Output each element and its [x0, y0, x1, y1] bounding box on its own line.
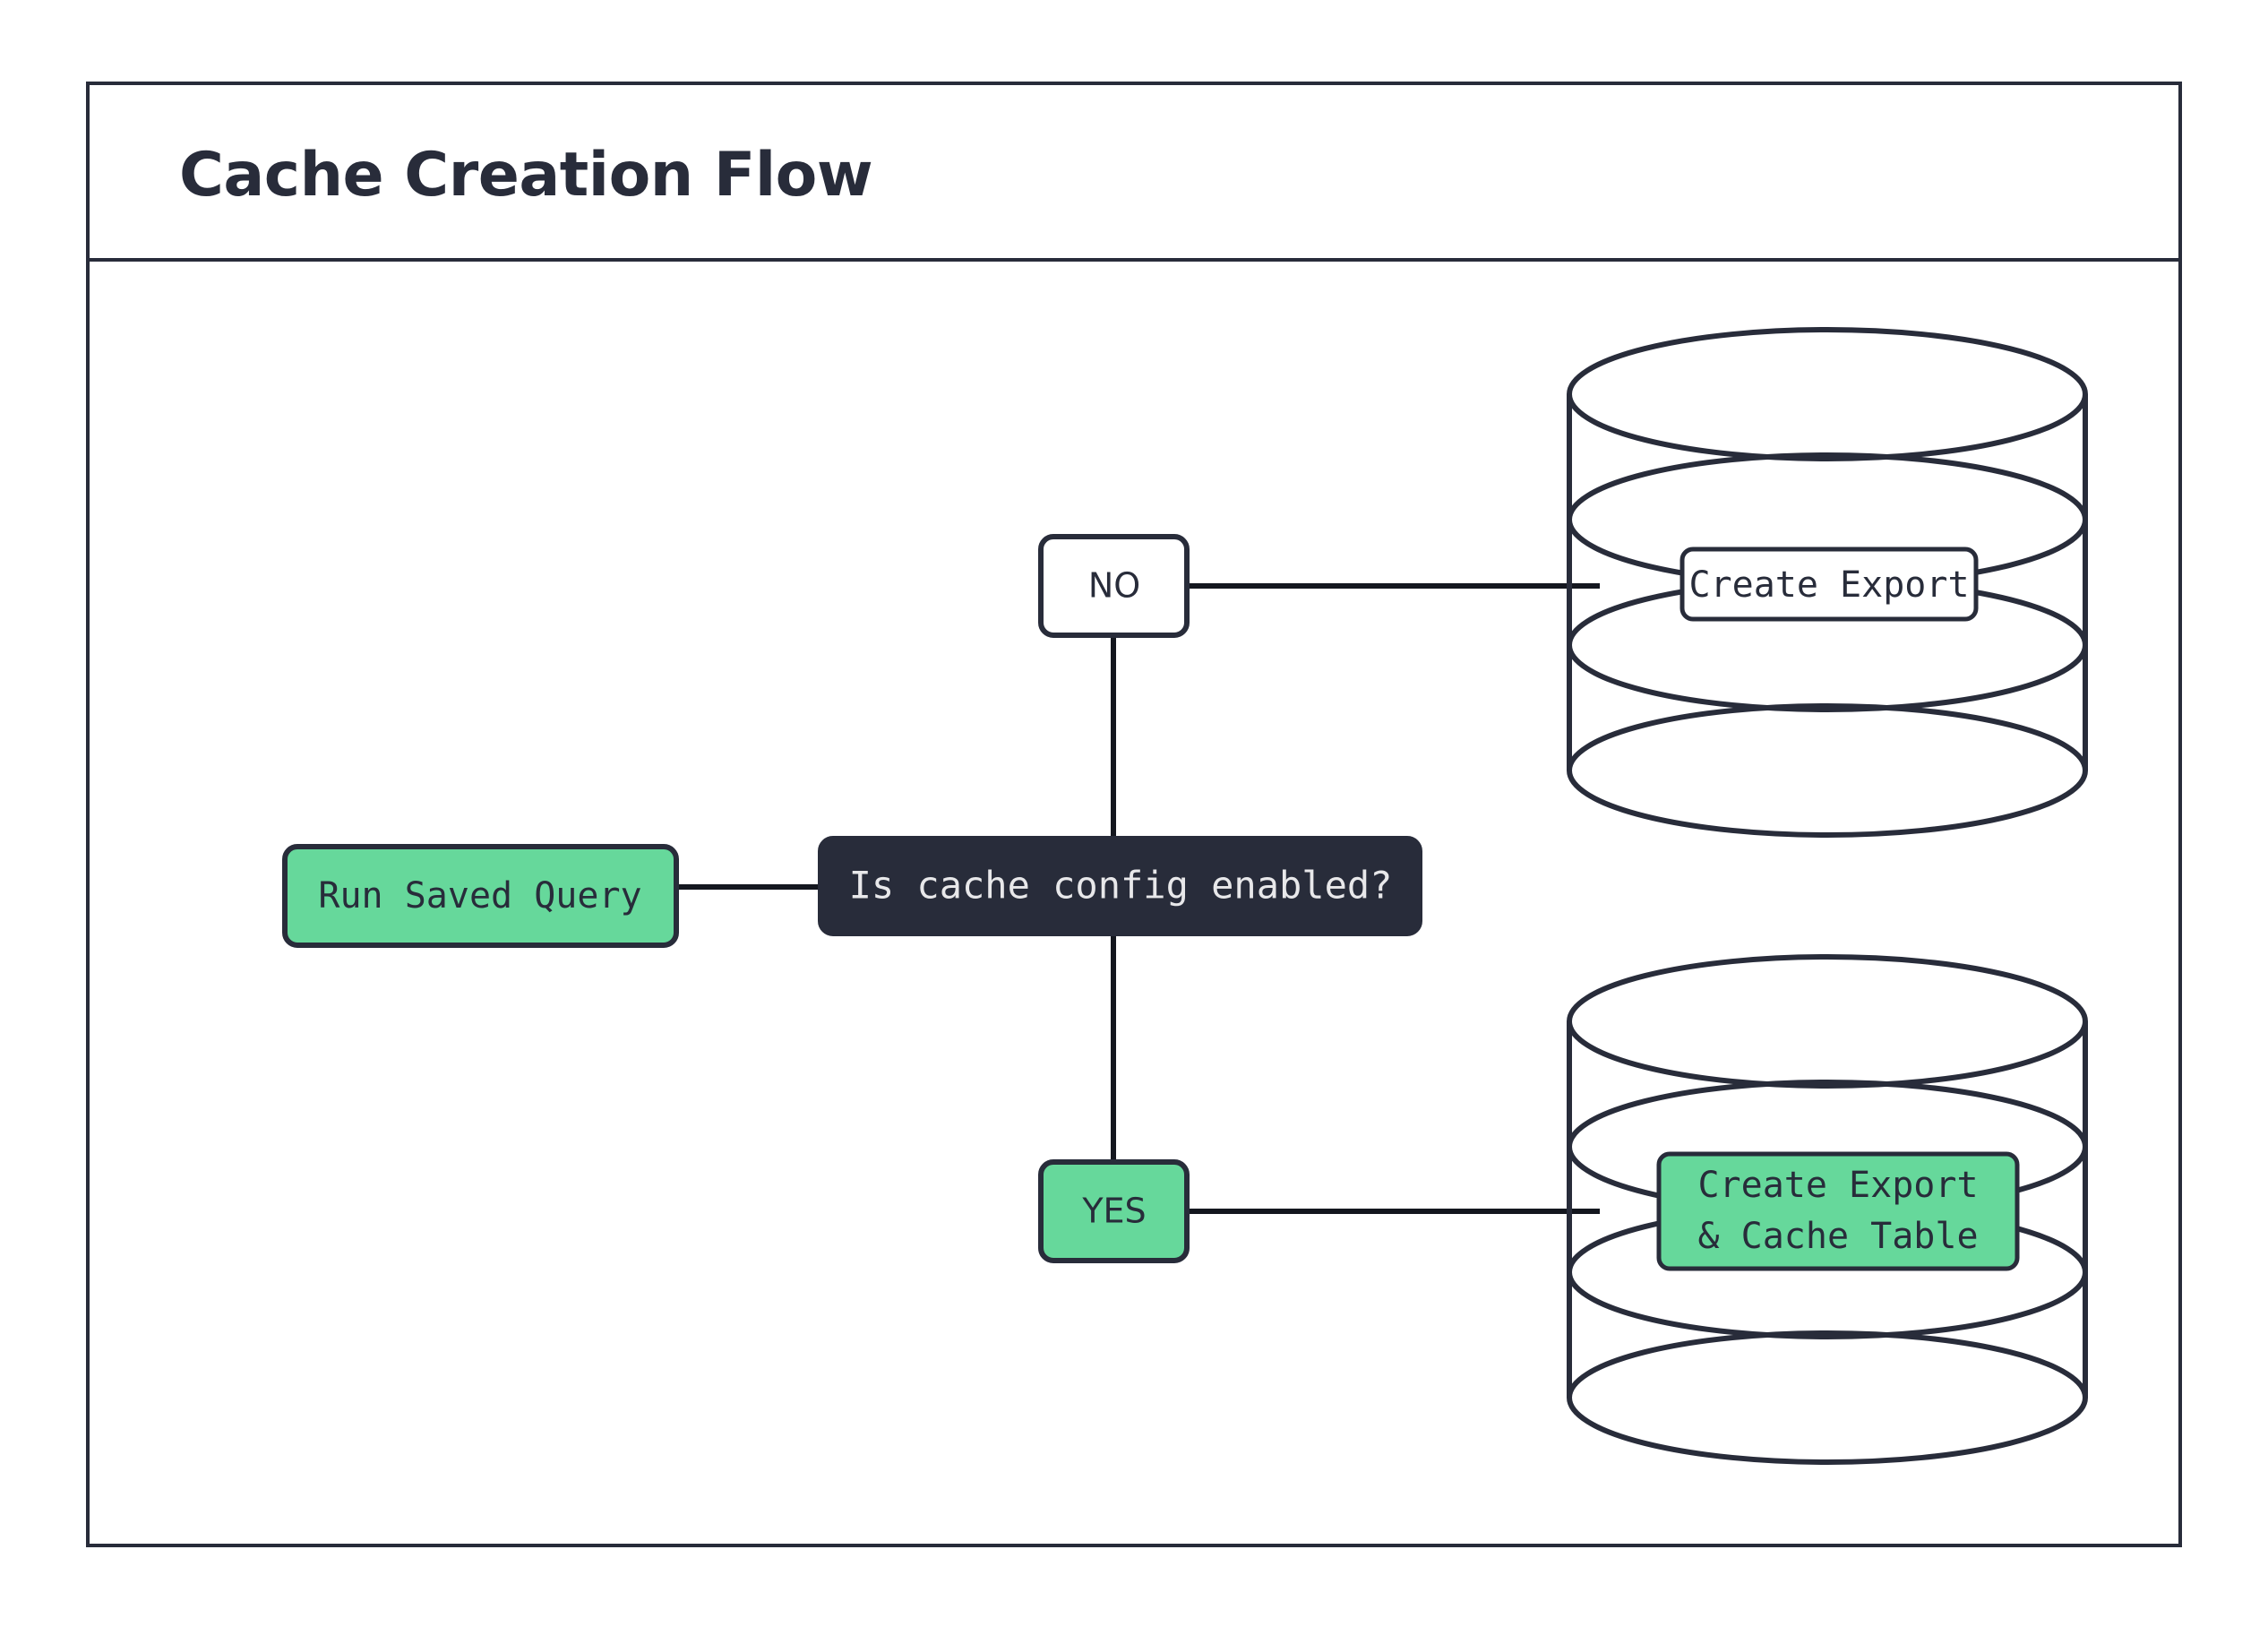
db-bottom-ellipse-4 — [1567, 1330, 2088, 1465]
db-top-ellipse-1 — [1567, 327, 2088, 461]
diagram-frame — [86, 82, 2182, 1547]
db-bottom-label-line-2: & Cache Table — [1697, 1216, 1978, 1257]
run-saved-query-box — [282, 844, 679, 948]
database-node-create-export-and-cache-table[interactable]: Create Export & Cache Table — [1567, 954, 2088, 1465]
db-top-label-text: Create Export — [1688, 564, 1969, 606]
node-run-saved-query[interactable]: Run Saved Query — [282, 844, 679, 948]
db-top-ellipse-4 — [1567, 703, 2088, 838]
node-branch-no[interactable]: NO — [1038, 534, 1190, 638]
db-bottom-ellipse-1 — [1567, 954, 2088, 1089]
branch-yes-box — [1038, 1159, 1190, 1263]
branch-no-box — [1038, 534, 1190, 638]
node-branch-yes[interactable]: YES — [1038, 1159, 1190, 1263]
db-bottom-label-line-1: Create Export — [1697, 1165, 1978, 1206]
decision-box — [818, 836, 1422, 936]
db-bottom-label-box — [1656, 1151, 2020, 1271]
db-top-label-box — [1680, 547, 1979, 622]
node-is-cache-config-enabled[interactable]: Is cache config enabled? — [818, 836, 1422, 936]
diagram-title: Cache Creation Flow — [179, 140, 872, 211]
branch-yes-label: YES — [1081, 1192, 1146, 1231]
run-saved-query-label: Run Saved Query — [318, 875, 641, 917]
database-node-create-export[interactable]: Create Export — [1567, 327, 2088, 838]
decision-label: Is cache config enabled? — [849, 864, 1393, 908]
branch-no-label: NO — [1088, 566, 1140, 606]
